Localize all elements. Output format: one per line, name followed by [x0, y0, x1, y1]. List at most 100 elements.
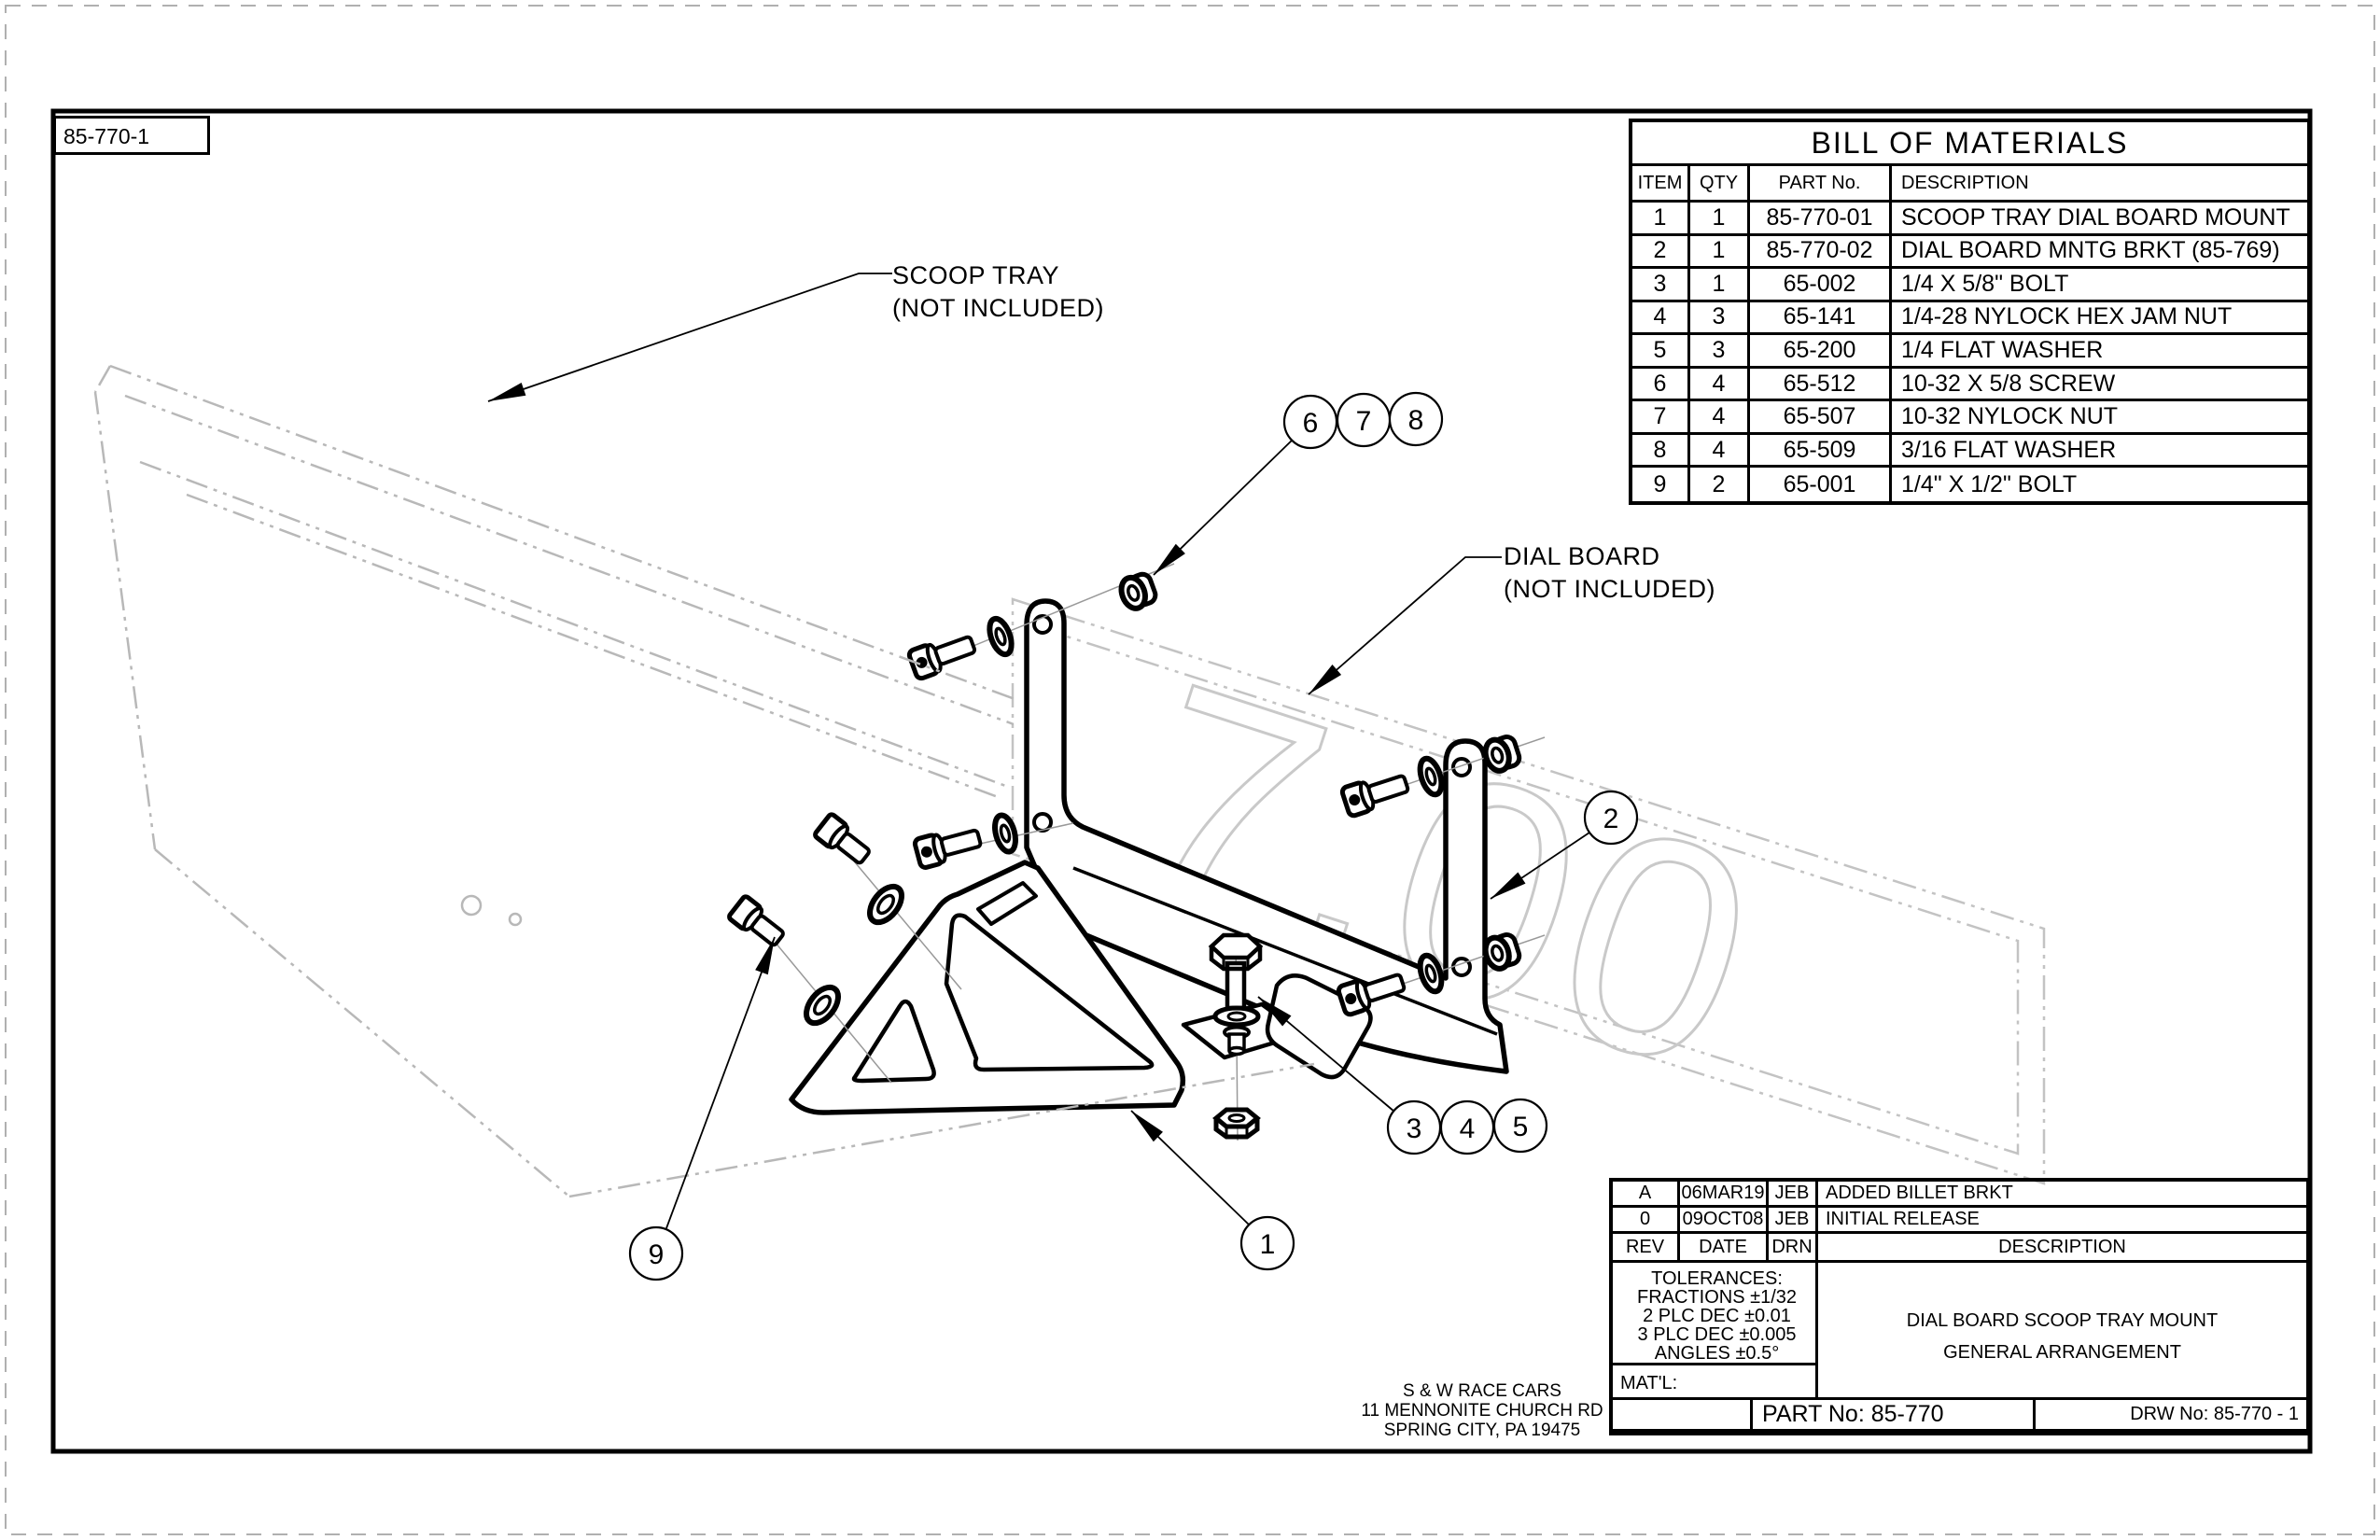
balloon-5: 5: [1492, 1098, 1548, 1154]
bom-cell: 65-141: [1750, 301, 1892, 336]
bom-header-part: PART No.: [1750, 166, 1892, 203]
bom-cell: 3: [1690, 335, 1750, 369]
rev-cell-date: 09OCT08: [1680, 1208, 1769, 1234]
bom-cell: 4: [1632, 301, 1690, 336]
washer-9a: [804, 984, 841, 1027]
rev-header-rev: REV: [1613, 1234, 1680, 1263]
title-block-bottom-row: PART No: 85-770 DRW No: 85-770 - 1: [1613, 1400, 2306, 1432]
bom-cell: 2: [1690, 468, 1750, 501]
scoop-tray-label-line2: (NOT INCLUDED): [892, 294, 1105, 322]
page-edge-border: [5, 5, 2375, 1535]
bom-cell: 65-507: [1750, 401, 1892, 435]
screw-top-right: [1339, 774, 1410, 819]
part-number: PART No: 85-770: [1753, 1400, 2036, 1429]
bom-cell: 85-770-02: [1750, 235, 1892, 270]
jam-nut: [1212, 1107, 1261, 1140]
screw-bottom-right: [1336, 973, 1407, 1017]
bom-cell: 4: [1690, 434, 1750, 469]
bom-cell: 3: [1632, 269, 1690, 302]
company-address-line2: SPRING CITY, PA 19475: [1383, 1421, 1581, 1440]
bom-header-description: DESCRIPTION: [1892, 166, 2307, 203]
tolerance-line: 3 PLC DEC ±0.005: [1637, 1323, 1797, 1345]
bom-cell: SCOOP TRAY DIAL BOARD MOUNT: [1892, 203, 2307, 236]
bom-cell: 4: [1690, 401, 1750, 435]
bom-header-item: ITEM: [1632, 166, 1690, 203]
bom-cell: 65-512: [1750, 368, 1892, 402]
bom-cell: 65-509: [1750, 434, 1892, 469]
scoop-tray-label: SCOOP TRAY (NOT INCLUDED): [892, 259, 1104, 325]
bill-of-materials-table: BILL OF MATERIALS ITEM QTY PART No. DESC…: [1629, 119, 2311, 505]
svg-text:5: 5: [1513, 1112, 1529, 1142]
bom-cell: 1/4-28 NYLOCK HEX JAM NUT: [1892, 302, 2307, 336]
tolerance-line: 2 PLC DEC ±0.01: [1643, 1305, 1791, 1326]
bom-cell: DIAL BOARD MNTG BRKT (85-769): [1892, 236, 2307, 270]
bom-header-qty: QTY: [1690, 166, 1750, 203]
nut-top-right: [1482, 735, 1522, 774]
drawing-border: [50, 108, 2313, 1454]
rev-cell-drn: JEB: [1769, 1208, 1818, 1234]
balloon-9: 9: [628, 1225, 684, 1281]
bom-cell: 1: [1632, 203, 1690, 236]
bom-title: BILL OF MATERIALS: [1632, 122, 2307, 166]
bom-cell: 10-32 X 5/8 SCREW: [1892, 369, 2307, 402]
bom-cell: 4: [1690, 368, 1750, 402]
bolt-9a: [727, 894, 785, 947]
tolerance-line: FRACTIONS ±1/32: [1636, 1286, 1797, 1308]
screw-top-left: [906, 635, 977, 681]
bom-cell: 65-200: [1750, 335, 1892, 369]
scoop-tray-label-line1: SCOOP TRAY: [892, 261, 1060, 289]
drawing-title-line1: DIAL BOARD SCOOP TRAY MOUNT: [1906, 1310, 2219, 1331]
drawing-title-line2: GENERAL ARRANGEMENT: [1943, 1342, 2181, 1363]
balloon-3: 3: [1386, 1099, 1442, 1155]
rev-header-date: DATE: [1680, 1234, 1769, 1263]
screw-bottom-left: [912, 828, 983, 870]
nut-top-left: [1118, 571, 1158, 611]
rev-cell-rev: 0: [1613, 1208, 1680, 1234]
balloon-2: 2: [1583, 790, 1639, 846]
balloon-4: 4: [1439, 1099, 1495, 1155]
washer-9b: [867, 883, 904, 926]
bom-cell: 10-32 NYLOCK NUT: [1892, 401, 2307, 435]
drawing-title: DIAL BOARD SCOOP TRAY MOUNT GENERAL ARRA…: [1818, 1263, 2306, 1400]
balloon-callouts: 1 2 3 4 5 6 7 8: [628, 391, 1639, 1281]
svg-text:1: 1: [1260, 1229, 1276, 1260]
washer-bottom-left: [992, 812, 1018, 855]
bom-cell: 3/16 FLAT WASHER: [1892, 435, 2307, 469]
company-address: S & W RACE CARS 11 MENNONITE CHURCH RD S…: [1351, 1381, 1613, 1440]
nut-bottom-right: [1482, 932, 1522, 972]
bom-cell: 7: [1632, 401, 1690, 435]
bom-cell: 1/4 X 5/8" BOLT: [1892, 269, 2307, 302]
bom-cell: 65-001: [1750, 468, 1892, 501]
bom-cell: 3: [1690, 301, 1750, 336]
rev-header-description: DESCRIPTION: [1818, 1234, 2306, 1263]
corner-drawing-number: 85-770-1: [53, 116, 210, 155]
balloon-8: 8: [1388, 391, 1444, 447]
bom-cell: 1: [1690, 269, 1750, 302]
svg-text:8: 8: [1408, 405, 1424, 436]
tolerance-line: ANGLES ±0.5°: [1654, 1342, 1780, 1364]
bom-cell: 65-002: [1750, 269, 1892, 302]
balloon-1: 1: [1239, 1215, 1295, 1271]
rev-cell-description: ADDED BILLET BRKT: [1818, 1182, 2306, 1208]
bom-cell: 85-770-01: [1750, 203, 1892, 236]
rev-cell-drn: JEB: [1769, 1182, 1818, 1208]
scoop-tray-outline: [93, 364, 1315, 1198]
leader-lines: [487, 273, 1590, 1229]
svg-text:4: 4: [1460, 1113, 1476, 1144]
rev-cell-date: 06MAR19: [1680, 1182, 1769, 1208]
rev-header-drn: DRN: [1769, 1234, 1818, 1263]
washer-bottom-right: [1417, 952, 1445, 995]
bom-cell: 9: [1632, 468, 1690, 501]
drawing-number: DRW No: 85-770 - 1: [2130, 1404, 2299, 1424]
svg-text:7: 7: [1356, 406, 1372, 437]
title-block-empty-cell: [1613, 1400, 1753, 1429]
material-label: MAT'L:: [1613, 1365, 1818, 1400]
bom-cell: 5: [1632, 335, 1690, 369]
rev-cell-rev: A: [1613, 1182, 1680, 1208]
bom-cell: 8: [1632, 434, 1690, 469]
title-block: A 06MAR19 JEB ADDED BILLET BRKT 0 09OCT0…: [1609, 1178, 2310, 1435]
bom-cell: 6: [1632, 368, 1690, 402]
dial-board-label: DIAL BOARD (NOT INCLUDED): [1504, 540, 1715, 606]
